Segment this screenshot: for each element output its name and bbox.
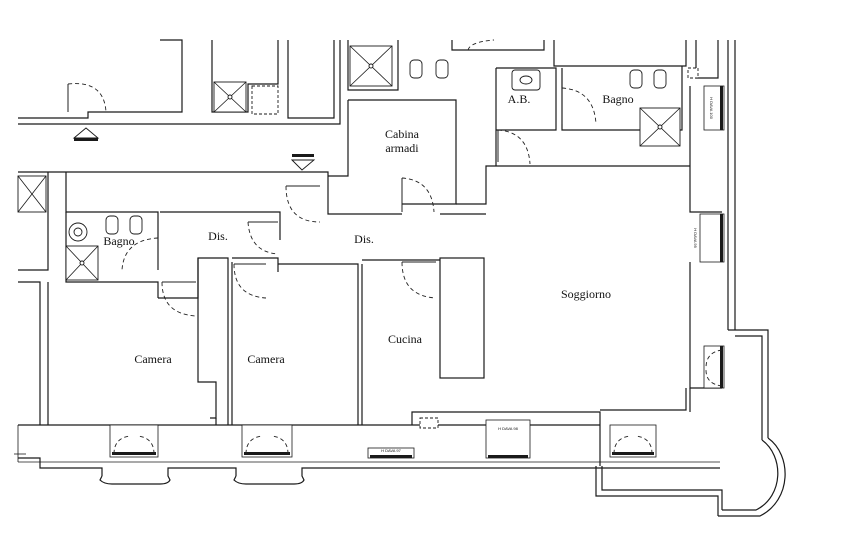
room-labels: Cabina armadi A.B. Bagno Bagno Dis. Dis.… [103, 92, 633, 366]
label-cabina-armadi-line2: armadi [385, 141, 419, 155]
doors [67, 39, 723, 455]
window-tag-4: H DAVA 100 [709, 97, 714, 120]
label-ab: A.B. [508, 92, 531, 106]
label-bagno-right: Bagno [602, 92, 633, 106]
label-dis-left: Dis. [208, 229, 228, 243]
fixtures [17, 45, 699, 281]
window-tag-1: H DAVA 97 [381, 448, 401, 453]
window-tag-3: H DAVA 99 [693, 228, 698, 248]
label-soggiorno: Soggiorno [561, 287, 611, 301]
label-dis-center: Dis. [354, 232, 374, 246]
windows [109, 85, 725, 459]
entrance-arrows [72, 127, 316, 171]
label-camera-center: Camera [247, 352, 285, 366]
label-bagno-left: Bagno [103, 234, 134, 248]
exterior-walls [14, 39, 786, 517]
interior-walls [18, 66, 722, 466]
label-cabina-armadi-line1: Cabina [385, 127, 420, 141]
window-tag-2: H DAVA 98 [498, 426, 518, 431]
label-cucina: Cucina [388, 332, 423, 346]
label-camera-left: Camera [134, 352, 172, 366]
window-tags: H DAVA 97 H DAVA 98 H DAVA 99 H DAVA 100 [381, 97, 714, 453]
